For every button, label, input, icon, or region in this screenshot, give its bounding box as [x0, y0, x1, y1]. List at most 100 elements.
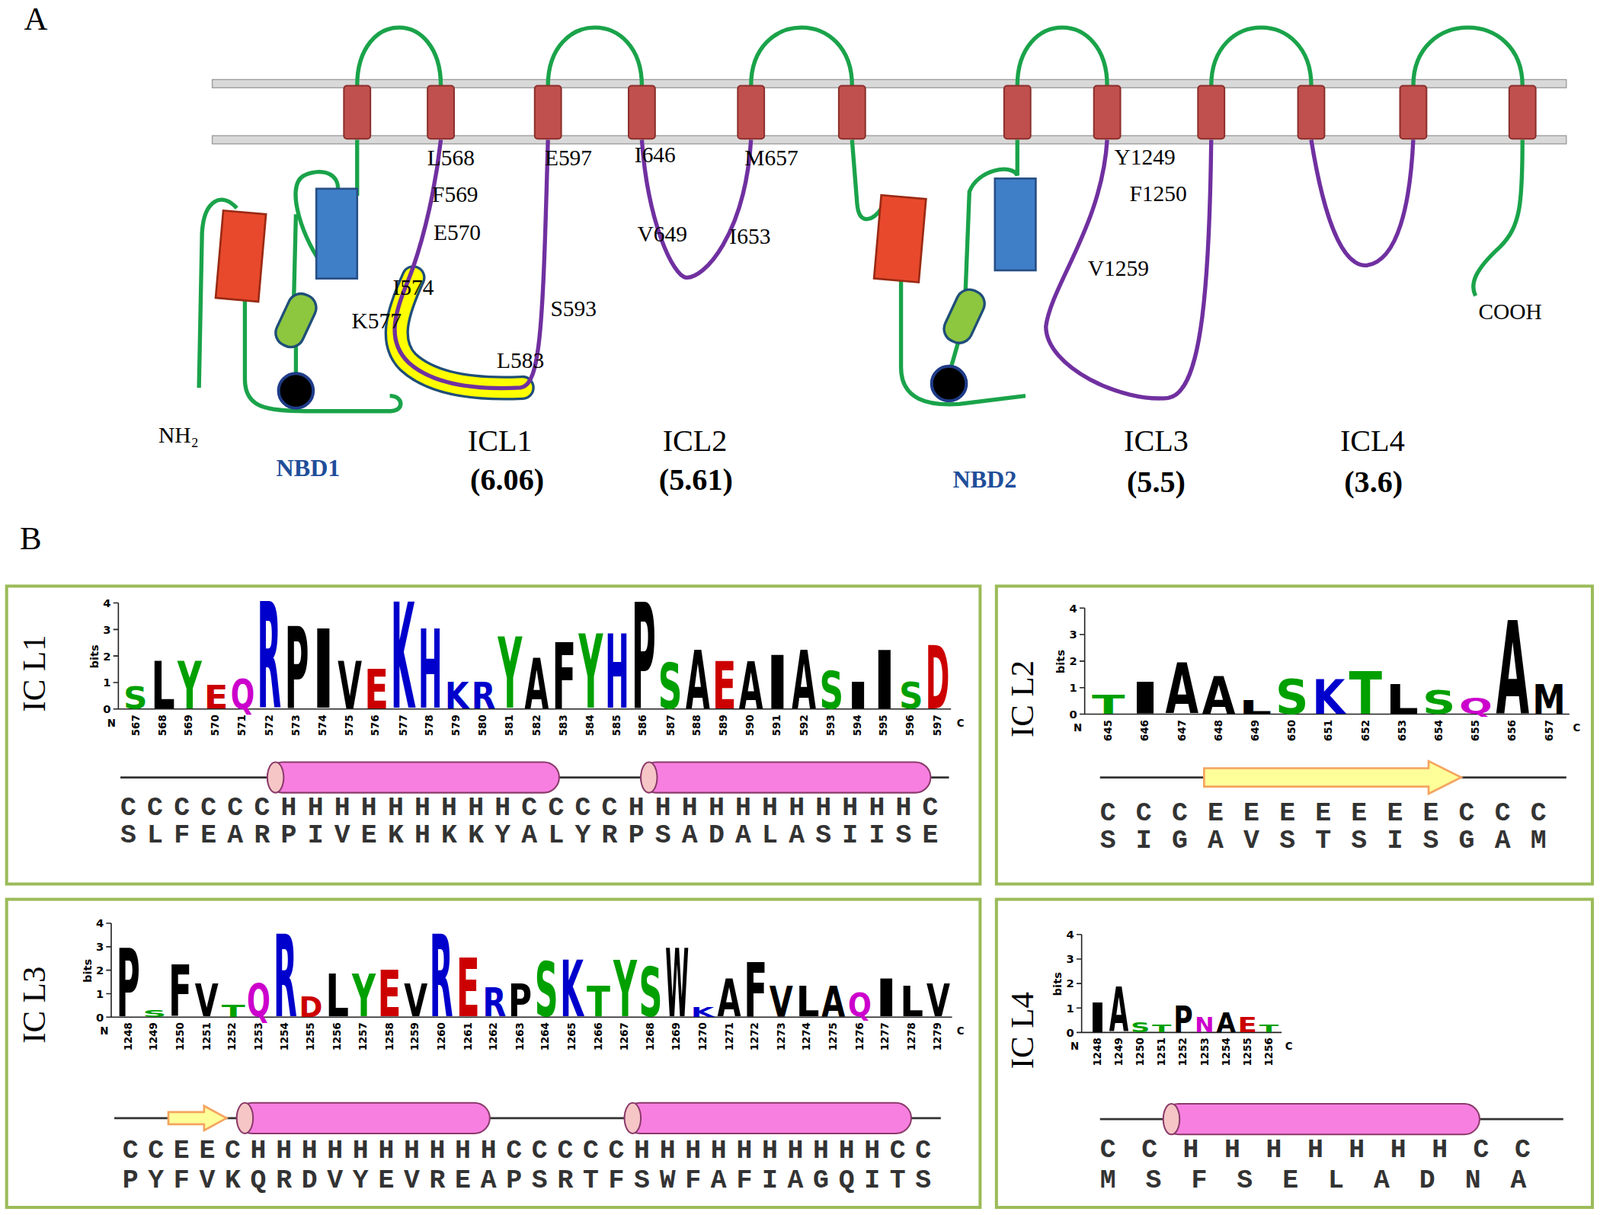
logo-letter: H: [417, 617, 442, 727]
extracellular-loop: [357, 27, 442, 86]
logo-letter: P: [508, 979, 532, 1024]
axis-tick: 1: [96, 988, 104, 1000]
position-number: 1277: [880, 1022, 891, 1051]
logo-letter: Q: [230, 675, 256, 716]
loop-name: ICL3: [1123, 425, 1189, 456]
logo-letter: L: [1385, 680, 1418, 721]
helix-cap: [1163, 1104, 1180, 1135]
position-number: 1273: [776, 1022, 787, 1051]
logo-letter: S: [142, 1009, 167, 1020]
position-number: 576: [371, 714, 381, 736]
logo-letter: T: [1091, 692, 1126, 718]
residue-label: I653: [729, 225, 771, 248]
logo-letter: V: [337, 653, 362, 720]
position-number: 1252: [227, 1022, 238, 1051]
domain-name: NBD2: [952, 467, 1017, 492]
position-number: 651: [1323, 719, 1334, 741]
logo-letter: A: [792, 641, 817, 722]
position-number: 579: [451, 714, 462, 736]
position-number: 1249: [149, 1022, 160, 1051]
logo-letter: S: [1275, 674, 1309, 722]
panel-title: IC L4: [1005, 992, 1039, 1069]
helix-cap: [267, 761, 284, 793]
helix-cylinder: [267, 761, 560, 793]
tm-helix: [1400, 86, 1428, 140]
logo-letter: F: [551, 632, 576, 724]
position-number: 649: [1250, 719, 1261, 741]
axis-tick: 2: [96, 964, 104, 976]
position-number: 580: [478, 714, 489, 736]
tm-helix: [343, 86, 371, 140]
position-number: 654: [1433, 719, 1444, 741]
position-number: 1275: [828, 1022, 839, 1051]
membrane-layer: [212, 135, 1567, 144]
logo-letter: I: [1128, 677, 1162, 721]
axis-tick: 2: [1066, 978, 1075, 990]
tm-helix: [427, 86, 455, 140]
logo-letter: S: [658, 656, 683, 719]
logo-letter: I: [845, 678, 871, 715]
residue-label: Y1249: [1114, 146, 1176, 169]
terminus-mark: N: [1073, 723, 1082, 734]
nbd-green-cylinder: [939, 284, 989, 347]
residue-label: L583: [496, 349, 544, 372]
membrane-layer: [212, 79, 1567, 88]
helix-cylinder: [1163, 1104, 1480, 1135]
logo-letter: V: [926, 979, 951, 1024]
logo-letter: L: [325, 968, 349, 1027]
axis-tick: 4: [1069, 602, 1078, 615]
position-number: 1266: [593, 1022, 604, 1051]
logo-letter: R: [273, 921, 298, 1035]
position-number: 1253: [1199, 1037, 1210, 1066]
logo-letter: L: [795, 982, 820, 1024]
helix-cap: [640, 761, 657, 793]
c-terminus-chain: [1473, 139, 1524, 296]
helix-cap: [624, 1103, 641, 1134]
axis-tick: 1: [1069, 681, 1078, 694]
axis-tick: 0: [1069, 708, 1078, 720]
residue-label: S593: [550, 297, 597, 320]
sequence-string: SLFEARPIVEKHKKYALYRPSADALASIISE: [120, 822, 950, 849]
residue-label: E597: [544, 147, 592, 170]
logo-letter: F: [743, 954, 768, 1029]
axis-tick: 3: [1069, 629, 1078, 641]
axis-tick: 0: [1066, 1027, 1075, 1039]
logo-letter: S: [534, 954, 559, 1029]
terminus-mark: C: [1573, 723, 1581, 734]
axis-tick: 2: [102, 650, 111, 663]
terminus-mark: N: [99, 1026, 109, 1037]
logo-letter: E: [204, 681, 229, 714]
axis-title: bits: [1051, 971, 1063, 996]
panel-title: IC L3: [16, 966, 50, 1044]
logo-letter: I: [310, 617, 336, 727]
logo-letter: T: [1348, 665, 1383, 724]
logo-letter: T: [220, 1003, 245, 1020]
position-number: 1254: [1220, 1037, 1231, 1066]
loop-name: ICL4: [1340, 425, 1405, 456]
position-number: 570: [211, 714, 221, 736]
residue-label: V1259: [1088, 257, 1149, 280]
logo-panel: IC L2bits43210NC645646647648649650651652…: [995, 584, 1594, 886]
residue-label: I646: [634, 144, 676, 167]
axis-tick: 0: [96, 1011, 104, 1024]
extracellular-loop: [751, 27, 853, 86]
axis-tick: 4: [102, 597, 111, 609]
residue-label: F1250: [1129, 182, 1187, 205]
helix-cylinder: [236, 1103, 490, 1134]
position-number: 1259: [410, 1022, 421, 1051]
logo-letter: K: [390, 585, 415, 732]
logo-letter: T: [1259, 1024, 1279, 1034]
logo-letter: A: [1216, 1010, 1236, 1037]
logo-letter: S: [819, 665, 844, 717]
logo-letter: P: [116, 938, 141, 1033]
panel-letter: A: [23, 2, 48, 36]
position-number: 1249: [1113, 1037, 1124, 1066]
position-number: 1251: [201, 1022, 212, 1051]
tm-helix: [1197, 86, 1225, 140]
logo-letter: R: [471, 678, 496, 715]
loop-name: ICL2: [662, 425, 728, 456]
logo-letter: A: [717, 973, 742, 1026]
residue-label: M657: [744, 147, 798, 170]
logo-letter: Y: [177, 653, 202, 720]
